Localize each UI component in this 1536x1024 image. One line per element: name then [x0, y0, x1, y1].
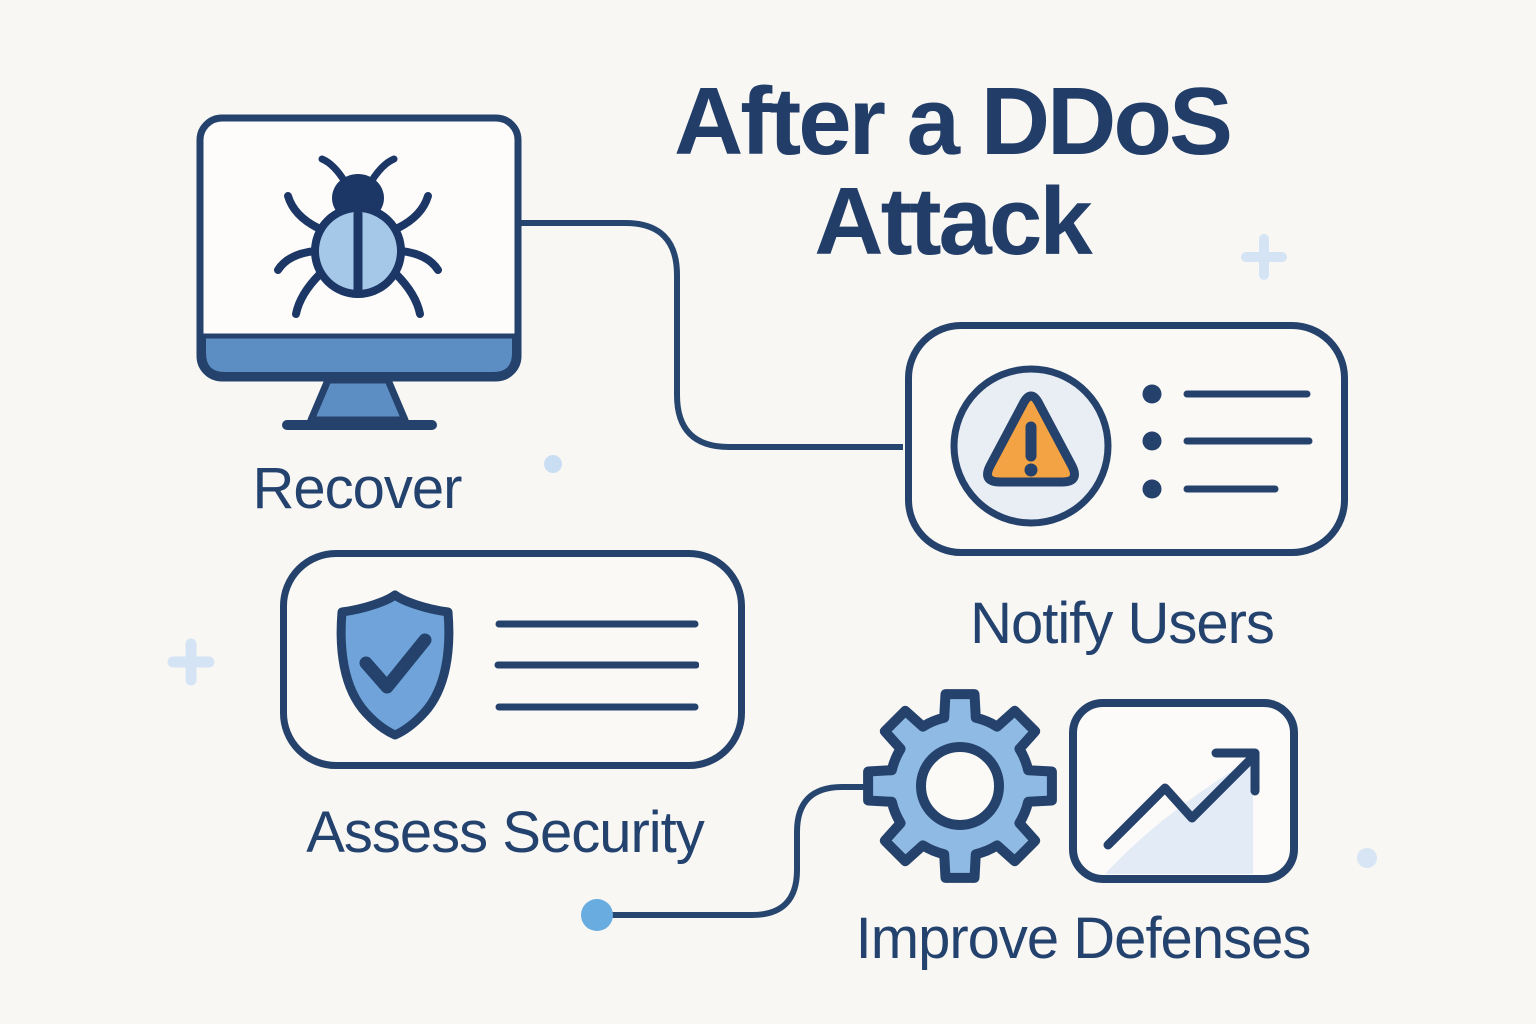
gear-icon: [863, 689, 1057, 883]
warning-alert-icon: [950, 365, 1112, 527]
text-lines-icon: [494, 620, 699, 711]
plus-decoration-icon: [167, 638, 215, 686]
shield-check-icon: [336, 590, 454, 740]
step-label-assess: Assess Security: [306, 800, 705, 865]
notify-users-card: [905, 322, 1348, 556]
growth-chart-icon: [1069, 699, 1298, 883]
chart-area-fill: [1105, 758, 1253, 874]
trend-arrow-head: [1211, 748, 1260, 796]
monitor-base: [282, 420, 437, 430]
monitor-bottom-bar: [201, 333, 517, 377]
assess-security-card: [280, 550, 745, 769]
step-label-notify: Notify Users: [970, 591, 1275, 656]
monitor-stand: [307, 376, 409, 424]
check-mark: [359, 633, 432, 694]
bug-on-monitor-icon: [196, 114, 522, 430]
dot-decoration: [544, 455, 562, 473]
step-label-improve: Improve Defenses: [855, 906, 1312, 971]
bug-icon: [274, 155, 442, 318]
connector-recover-to-notify: [518, 220, 903, 450]
trend-line: [1103, 754, 1256, 850]
connector-endpoint-dot: [581, 899, 613, 931]
dot-decoration: [1357, 848, 1377, 868]
connector-assess-to-improve: [600, 784, 872, 918]
bullet-list-icon: [1142, 384, 1313, 499]
step-label-recover: Recover: [252, 456, 463, 521]
plus-decoration-icon: [1241, 234, 1287, 280]
page-title: After a DDoS Attack: [673, 68, 1233, 275]
